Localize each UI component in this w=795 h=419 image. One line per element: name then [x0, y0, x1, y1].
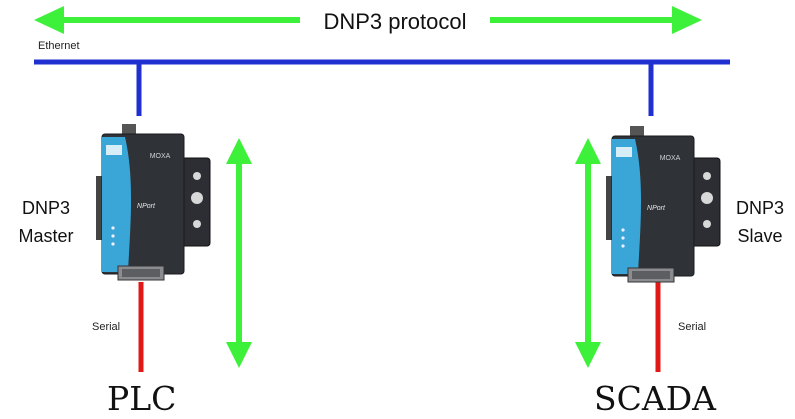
- device-left: MOXA NPort: [96, 124, 211, 281]
- master-role-label: DNP3 Master: [6, 194, 86, 250]
- vertical-arrow-right: [575, 138, 601, 368]
- scada-label: SCADA: [594, 379, 716, 418]
- device-right-brand: MOXA: [660, 155, 681, 162]
- ethernet-label: Ethernet: [38, 40, 80, 52]
- protocol-label: DNP3 protocol: [300, 7, 490, 37]
- device-left-brand: MOXA: [150, 153, 171, 160]
- protocol-arrow: [34, 6, 702, 34]
- master-role-line1: DNP3: [21, 198, 70, 218]
- serial-label-right: Serial: [678, 321, 707, 333]
- device-right-model: NPort: [647, 205, 666, 212]
- serial-label-left: Serial: [92, 321, 121, 333]
- vertical-arrow-left: [226, 138, 252, 368]
- device-right: MOXA NPort: [606, 126, 721, 283]
- slave-role-line2: Slave: [737, 226, 783, 246]
- slave-role-label: DNP3 Slave: [720, 194, 795, 250]
- slave-role-line1: DNP3: [735, 198, 784, 218]
- master-role-line2: Master: [18, 226, 74, 246]
- device-left-model: NPort: [137, 203, 156, 210]
- plc-label: PLC: [107, 379, 177, 418]
